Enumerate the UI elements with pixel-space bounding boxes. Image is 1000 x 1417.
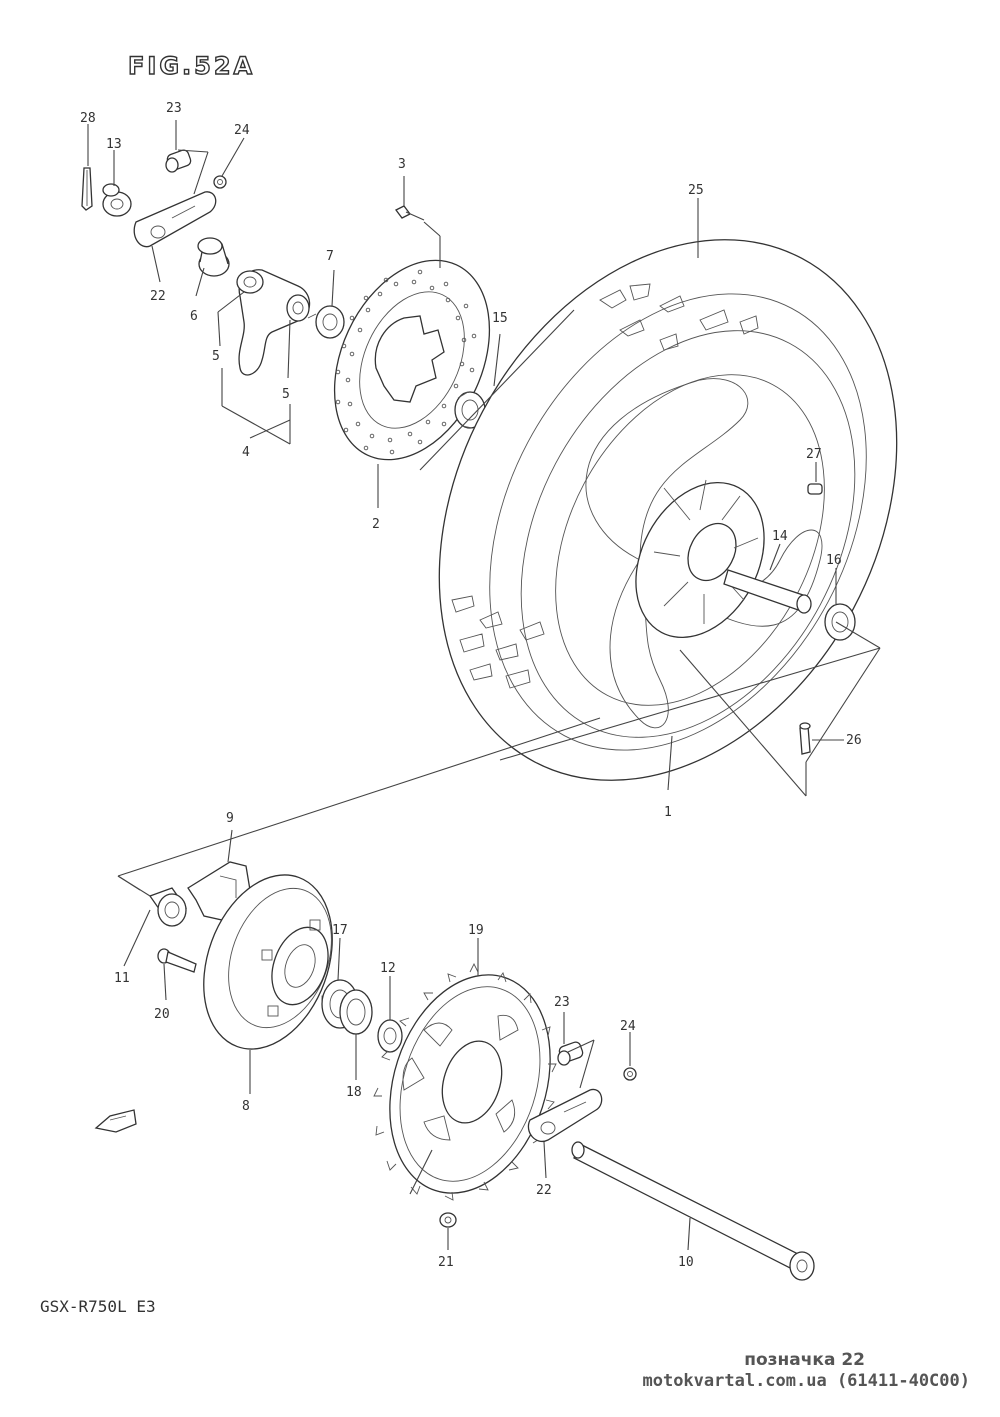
callout-c21: 21: [438, 1255, 454, 1270]
chain-adjuster-plate-part: [133, 191, 217, 248]
callout-c15: 15: [492, 311, 508, 326]
callout-c17: 17: [332, 923, 348, 938]
tire-valve-part: [799, 722, 811, 755]
cotter-pin-part: [81, 167, 93, 211]
callout-c6: 6: [190, 309, 198, 324]
callout-c13: 13: [106, 137, 122, 152]
sprocket-mounting-drum-part: [203, 874, 333, 1050]
callout-c27: 27: [806, 447, 822, 462]
wheel-spacer-shaft-part: [723, 569, 812, 614]
callout-c1: 1: [664, 805, 672, 820]
adjuster-nut-part: [213, 175, 227, 189]
callout-c24a: 24: [234, 123, 250, 138]
callout-c7: 7: [326, 249, 334, 264]
disc-bolt-part: [395, 205, 425, 221]
callout-c12: 12: [380, 961, 396, 976]
callout-c20: 20: [154, 1007, 170, 1022]
figure-title: FIG.52A: [127, 51, 256, 80]
callout-c22a: 22: [150, 289, 166, 304]
chain-adjuster-bolt-part: [165, 149, 192, 173]
bearing-part-15: [454, 391, 486, 429]
wheel-hub-part: [635, 479, 765, 639]
callout-number-layer: 2813232422655743152252714162619112017121…: [80, 101, 862, 1270]
footer-caption-line2: motokvartal.com.ua (61411-40C00): [642, 1371, 970, 1391]
callout-c10: 10: [678, 1255, 694, 1270]
bearing-part-16: [824, 603, 856, 641]
caliper-bracket-part: [236, 269, 311, 376]
callout-c16: 16: [826, 553, 842, 568]
callout-c23a: 23: [166, 101, 182, 116]
oil-seal-part-18: [339, 989, 373, 1035]
brake-disc-part: [333, 259, 491, 461]
chain-adjuster-bolt-part-lower: [557, 1041, 584, 1066]
footer-caption-line1: позначка 22: [744, 1350, 865, 1370]
adjuster-nut-part-lower: [623, 1067, 637, 1081]
callout-c3: 3: [398, 157, 406, 172]
front-direction-arrow-icon: [94, 1109, 137, 1133]
spacer-part-12: [377, 1019, 403, 1053]
callout-c2: 2: [372, 517, 380, 532]
callout-c26: 26: [846, 733, 862, 748]
callout-c8: 8: [242, 1099, 250, 1114]
axle-nut-part: [102, 183, 132, 217]
callout-c5b: 5: [282, 387, 290, 402]
callout-c4: 4: [242, 445, 250, 460]
callout-c24b: 24: [620, 1019, 636, 1034]
bolt-part-20: [157, 948, 197, 973]
rear-sprocket-part: [373, 962, 557, 1201]
callout-c23b: 23: [554, 995, 570, 1010]
leader-lines: [87, 120, 881, 1251]
sprocket-nut-part-21: [439, 1212, 457, 1228]
model-label: GSX-R750L E3: [40, 1297, 156, 1316]
callout-c18: 18: [346, 1085, 362, 1100]
callout-c19: 19: [468, 923, 484, 938]
balance-weight-part: [807, 483, 823, 495]
callout-c9: 9: [226, 811, 234, 826]
spacer-part-7: [307, 305, 345, 339]
wheel-collar-part: [197, 237, 230, 277]
callout-c11: 11: [114, 971, 130, 986]
collar-part-11: [148, 887, 188, 927]
chain-adjuster-plate-part-lower: [527, 1088, 603, 1143]
callout-c22b: 22: [536, 1183, 552, 1198]
callout-c25: 25: [688, 183, 704, 198]
callout-c28: 28: [80, 111, 96, 126]
rear-axle-part: [571, 1141, 815, 1281]
callout-c5a: 5: [212, 349, 220, 364]
callout-c14: 14: [772, 529, 788, 544]
